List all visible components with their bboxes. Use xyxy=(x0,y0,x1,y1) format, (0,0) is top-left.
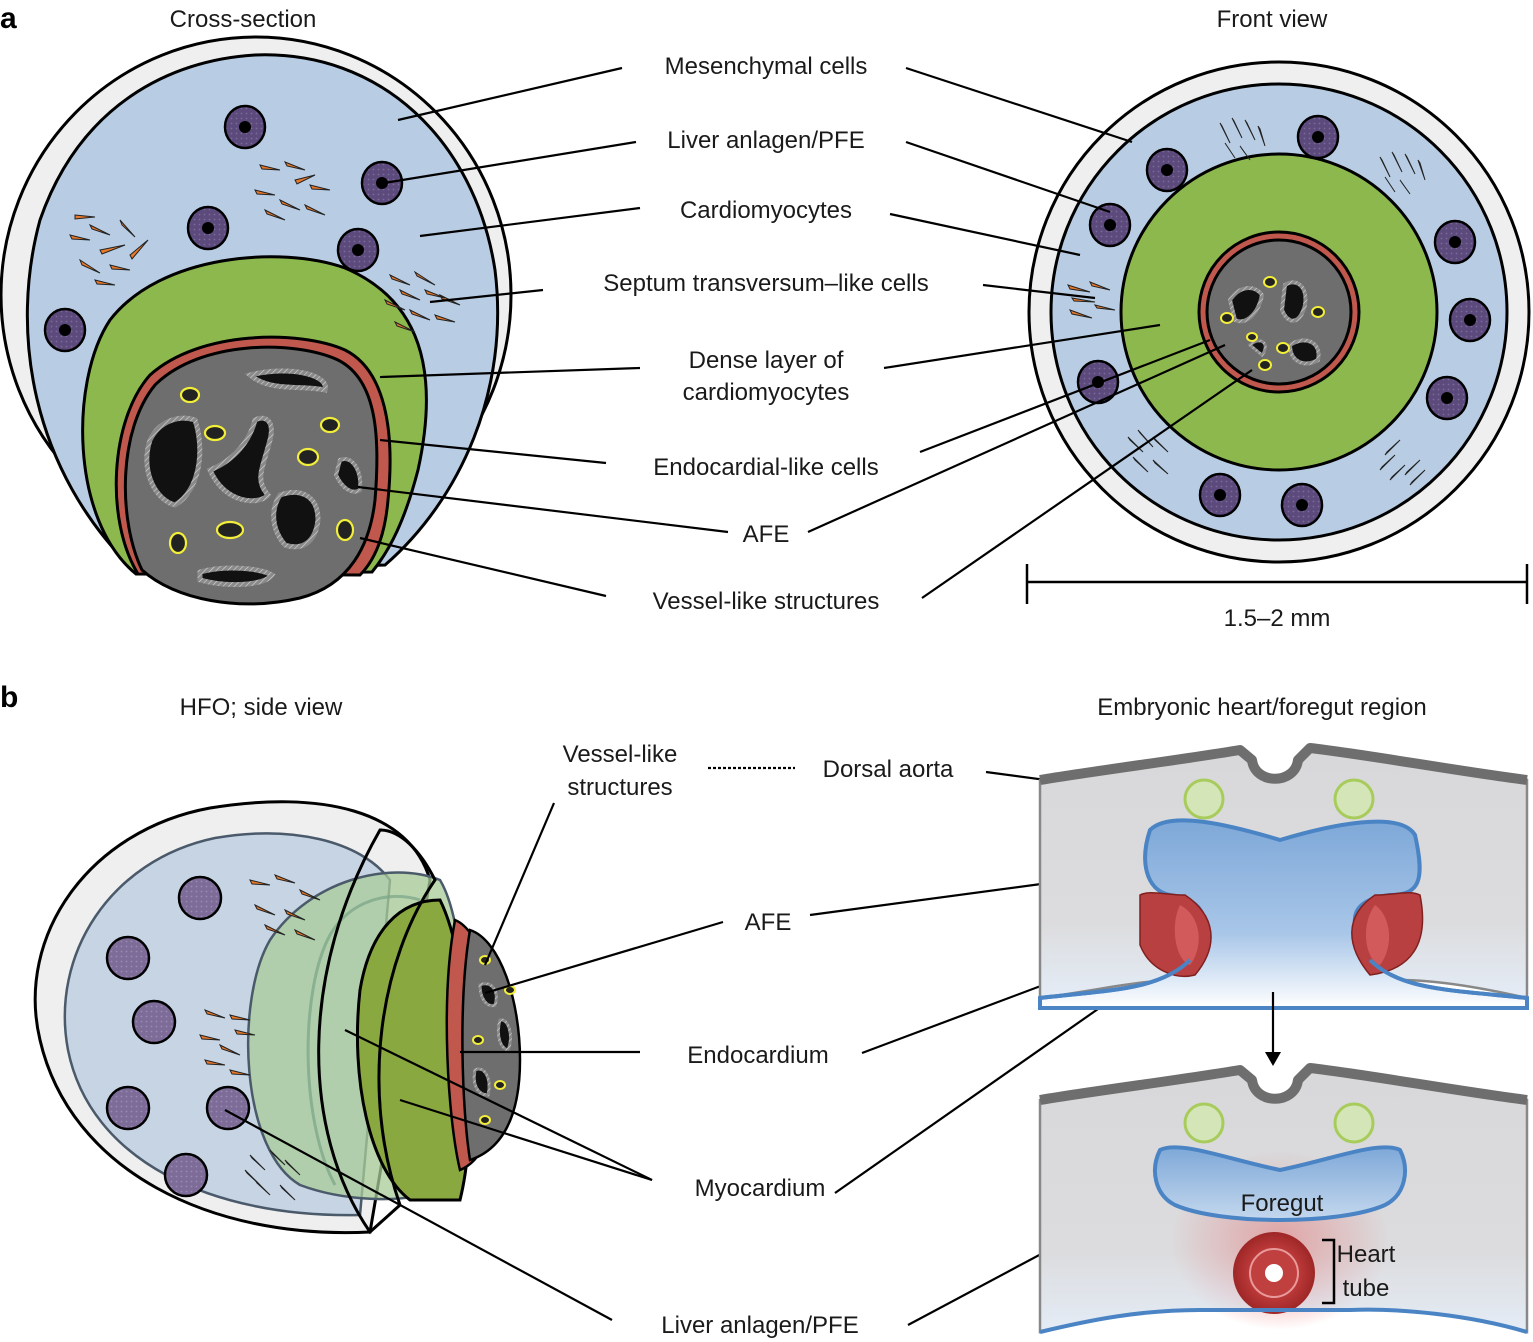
heart-tube-bracket xyxy=(1322,1238,1336,1305)
liver-anlagen-cells xyxy=(43,104,404,353)
label-vessel-like-structures: Vessel-like structures xyxy=(653,588,880,615)
label-septum-transversum: Septum transversum–like cells xyxy=(603,270,928,297)
embryonic-region-title: Embryonic heart/foregut region xyxy=(1097,694,1427,721)
label-dense-layer-line2: cardiomyocytes xyxy=(683,379,850,406)
vessel-like-structure xyxy=(1287,338,1321,366)
label-cardiomyocytes: Cardiomyocytes xyxy=(680,197,852,224)
endothelial-cells xyxy=(472,955,516,1125)
dorsal-surface xyxy=(1039,1063,1528,1105)
liver-anlagen-cells xyxy=(105,875,251,1198)
front-view-organoid xyxy=(1027,60,1531,564)
organoid-fold xyxy=(317,828,437,1235)
label-endocardium: Endocardium xyxy=(687,1042,828,1069)
septum-transversum-cells xyxy=(1067,117,1426,486)
vessel-like-structure xyxy=(197,565,276,587)
dorsal-aorta-left xyxy=(1183,1102,1225,1144)
septum-transversum-cells xyxy=(199,874,321,1201)
label-heart-line2: tube xyxy=(1343,1275,1390,1302)
scale-bar-label: 1.5–2 mm xyxy=(1224,605,1331,632)
label-mesenchymal-cells: Mesenchymal cells xyxy=(665,53,868,80)
vessel-like-structure xyxy=(244,368,328,393)
panel-a-letter: a xyxy=(0,2,17,35)
cross-section-organoid xyxy=(0,35,513,606)
vessel-like-structures xyxy=(472,982,512,1097)
afe-core xyxy=(461,928,522,1162)
afe-core xyxy=(1205,238,1353,386)
vessel-like-structure xyxy=(206,415,274,504)
label-endocardial-like-cells: Endocardial-like cells xyxy=(653,454,878,481)
foregut xyxy=(1153,1145,1407,1222)
label-dorsal-aorta: Dorsal aorta xyxy=(823,756,954,783)
myocardium-leader-2 xyxy=(344,1029,653,1181)
panel-b-letter: b xyxy=(0,681,18,714)
vessel-like-structure xyxy=(1227,286,1265,324)
endothelial-cells xyxy=(168,386,355,555)
dorsal-aorta-right xyxy=(1333,778,1375,820)
label-heart-line1: Heart xyxy=(1337,1241,1396,1268)
cross-section-title: Cross-section xyxy=(170,6,317,33)
label-liver-anlagen: Liver anlagen/PFE xyxy=(661,1312,858,1339)
vessel-like-structure xyxy=(144,415,203,508)
vessel-like-structure xyxy=(1279,280,1308,323)
heart-tube-lumen xyxy=(1265,1264,1283,1282)
vessel-like-structure xyxy=(1247,339,1267,358)
panel-a-leader-lines xyxy=(357,66,1253,599)
label-vessel-like-line1: Vessel-like xyxy=(563,741,678,768)
label-myocardium: Myocardium xyxy=(695,1175,826,1202)
myocardium-left xyxy=(1174,905,1199,965)
liver-anlagen-cells xyxy=(1076,114,1492,528)
hfo-side-view xyxy=(33,800,522,1235)
panel-a-labels: Mesenchymal cells Liver anlagen/PFE Card… xyxy=(603,53,928,615)
label-foregut: Foregut xyxy=(1241,1190,1324,1217)
panel-b-labels: Vessel-like structures Dorsal aorta AFE … xyxy=(563,741,954,1339)
endothelial-cells xyxy=(1220,276,1325,371)
development-arrow xyxy=(1265,992,1281,1066)
dorsal-aorta-right xyxy=(1333,1102,1375,1144)
vessel-like-structure xyxy=(333,457,363,494)
dorsal-surface xyxy=(1039,743,1528,785)
front-view-title: Front view xyxy=(1217,6,1328,33)
side-view-title: HFO; side view xyxy=(180,694,343,721)
myocardium-right xyxy=(1365,905,1390,965)
label-afe: AFE xyxy=(743,521,790,548)
embryo-section-top xyxy=(1038,743,1529,1010)
dorsal-aorta-left xyxy=(1183,778,1225,820)
vessel-like-structure xyxy=(271,489,321,550)
scale-bar: 1.5–2 mm xyxy=(1025,564,1529,632)
label-dense-layer-line1: Dense layer of xyxy=(689,347,844,374)
label-afe: AFE xyxy=(745,909,792,936)
label-liver-anlagen: Liver anlagen/PFE xyxy=(667,127,864,154)
embryo-section-bottom: Foregut Heart tube xyxy=(1038,1063,1529,1334)
label-vessel-like-line2: structures xyxy=(567,774,672,801)
septum-transversum-cells xyxy=(69,161,461,333)
